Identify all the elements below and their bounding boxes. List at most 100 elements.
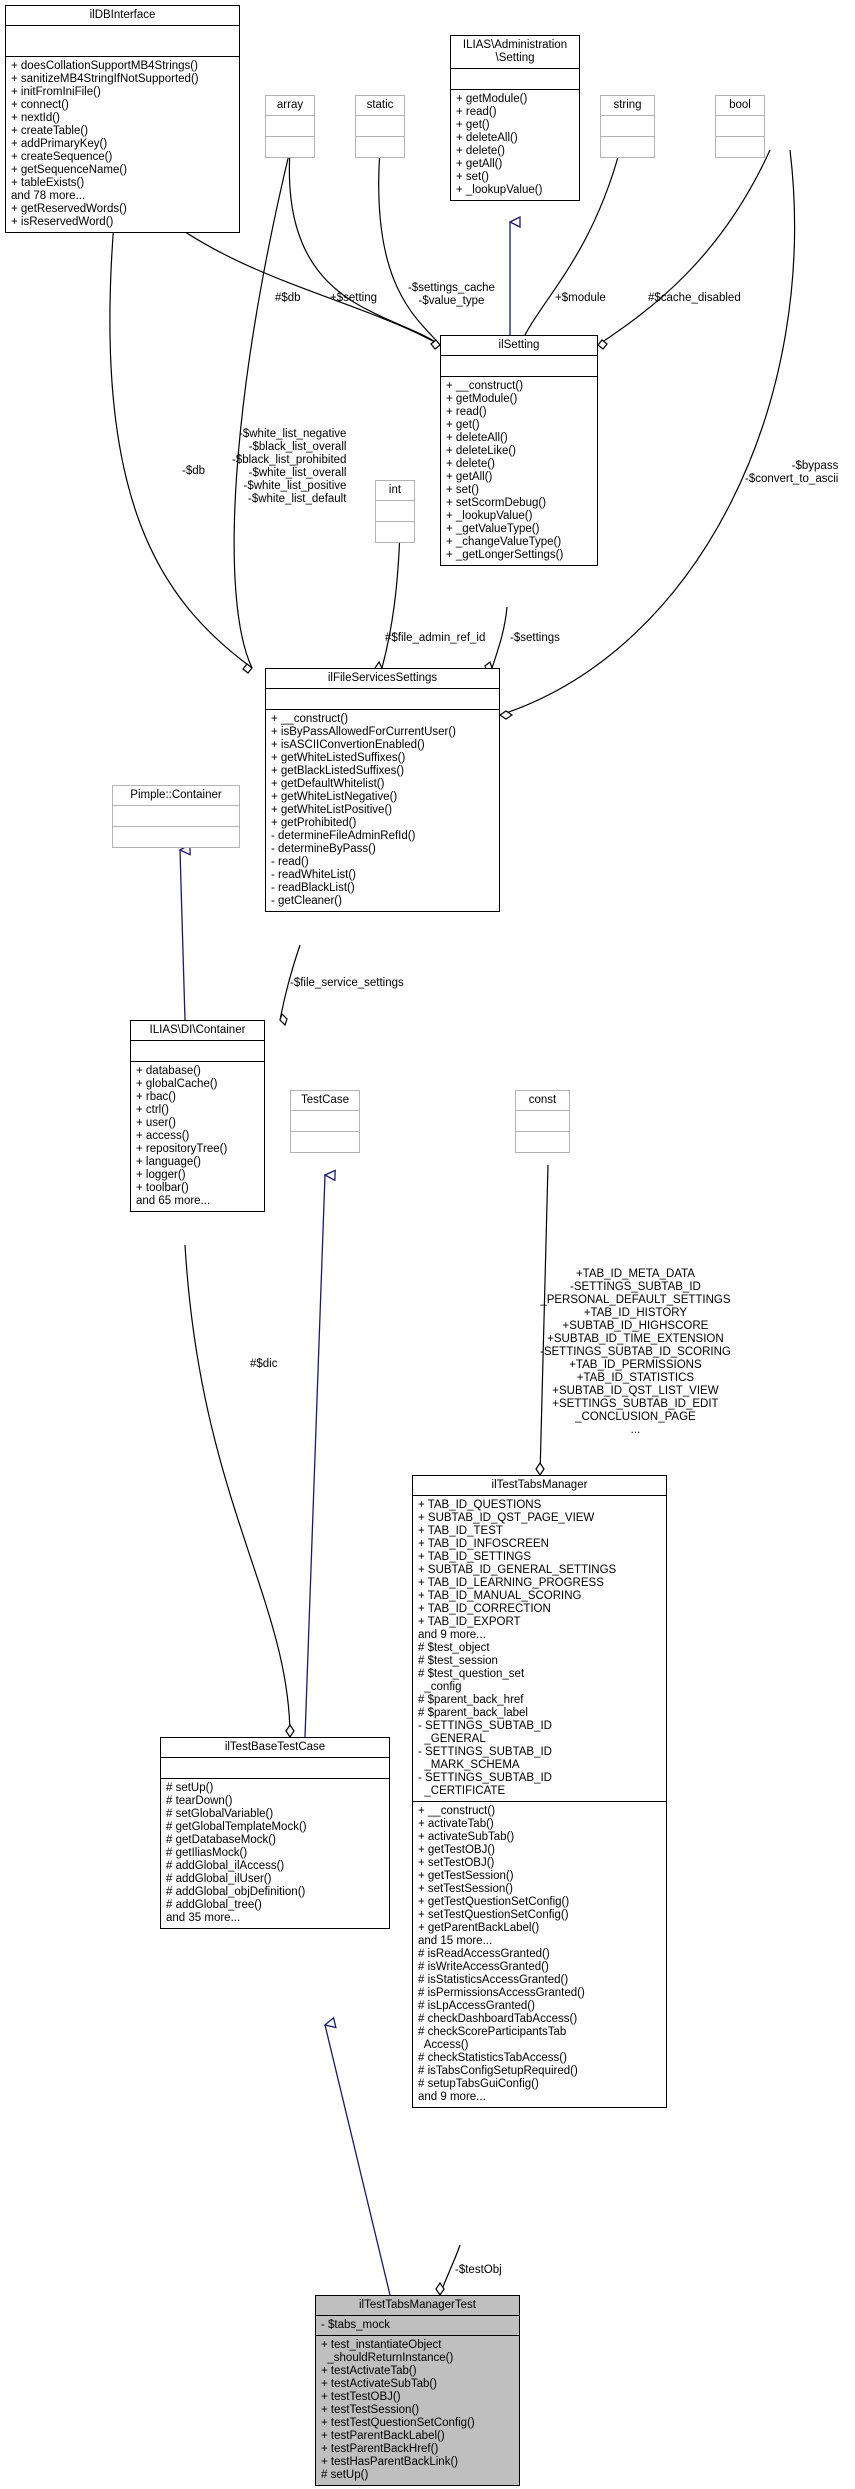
member-line: + TAB_ID_QUESTIONS [418,1499,542,1511]
member-line: + testHasParentBackLink() [321,2456,459,2468]
member-line: # isLpAccessGranted() [418,2000,535,2012]
member-line: + setTestSession() [418,1883,513,1895]
class-title: array [276,99,304,111]
member-line: + deleteAll() [456,132,518,144]
edge-container-base [184,1244,291,1738]
member-line: + getAll() [456,158,503,170]
member-line: + delete() [456,145,505,157]
member-line: + getBlackListedSuffixes() [271,765,405,777]
member-line: + getWhiteListedSuffixes() [271,752,406,764]
edge-setting-files [491,606,508,669]
member-line: + deleteLike() [446,445,516,457]
member-line: # isPermissionsAccessGranted() [418,1987,585,1999]
class-title: ilDBInterface [89,9,156,21]
member-line: # getGlobalTemplateMock() [166,1821,307,1833]
member-line: + doesCollationSupportMB4Strings() [11,60,198,72]
member-line: + getWhiteListPositive() [271,804,393,816]
member-line: + TAB_ID_TEST [418,1525,503,1537]
class-title: ILIAS\DI\Container [149,1024,246,1036]
member-line: + TAB_ID_LEARNING_PROGRESS [418,1577,604,1589]
member-line: + addPrimaryKey() [11,138,108,150]
member-line: # setUp() [166,1782,214,1794]
member-line: _config [418,1681,462,1693]
member-line: + _changeValueType() [446,536,562,548]
methods-section: # setUp()# tearDown()# setGlobalVariable… [161,1778,389,1928]
member-line: + __construct() [446,380,524,392]
member-line: + language() [136,1156,201,1168]
edge-label-bypass: -$bypass -$convert_to_ascii [745,460,839,485]
edge-array-files [233,149,291,669]
attributes-section [131,1040,264,1061]
diamond-tabs [535,1461,545,1477]
member-line: + testParentBackLabel() [321,2430,445,2442]
member-line: + nextId() [11,112,60,124]
member-line: Access() [418,2039,469,2051]
member-line: + tableExists() [11,177,85,189]
member-line: + delete() [446,458,495,470]
diamond-files-left [242,663,253,674]
edge-label-module: +$module [555,292,606,304]
member-line: + read() [446,406,487,418]
member-line: + getReservedWords() [11,203,127,215]
edge-const-tabs [539,1164,549,1476]
edge-label-settings: -$settings [510,632,560,644]
diamond-setting-right [597,339,608,350]
member-line: - SETTINGS_SUBTAB_ID [418,1746,552,1758]
member-line: + activateTab() [418,1818,494,1830]
member-line: + testTestSession() [321,2404,420,2416]
member-line: + rbac() [136,1091,176,1103]
member-line: # isWriteAccessGranted() [418,1961,549,1973]
attributes-section [451,68,579,89]
methods-section: + test_instantiateObject _shouldReturnIn… [316,2335,519,2485]
member-line: + TAB_ID_INFOSCREEN [418,1538,549,1550]
class-title: const [528,1094,557,1106]
edge-label-file-service-settings: -$file_service_settings [290,977,404,989]
member-line: + isASCIIConvertionEnabled() [271,739,425,751]
member-line: + access() [136,1130,190,1142]
diamond-base [285,1723,295,1739]
attributes-section [266,688,499,709]
class-pimple-container: Pimple::Container [112,785,240,848]
methods-section: + __construct()+ isByPassAllowedForCurre… [266,709,499,911]
member-line: # checkScoreParticipantsTab [418,2026,567,2038]
member-line: _shouldReturnInstance() [321,2352,454,2364]
class-administration-setting: ILIAS\Administration \Setting + getModul… [450,35,580,201]
class-iltesttabsmanagertest: ilTestTabsManagerTest - $tabs_mock + tes… [315,2295,520,2486]
class-testcase: TestCase [290,1090,360,1153]
edge-int-files [381,529,401,669]
member-line: _MARK_SCHEMA [418,1759,520,1771]
member-line: # getDatabaseMock() [166,1834,276,1846]
edge-label-db: #$db [275,292,301,304]
member-line: # $test_question_set [418,1668,525,1680]
member-line: # isReadAccessGranted() [418,1948,550,1960]
class-title: string [613,99,642,111]
edge-label-cache-disabled: #$cache_disabled [648,292,741,304]
member-line: + ctrl() [136,1104,169,1116]
diamond-container [279,1012,288,1027]
member-line: - SETTINGS_SUBTAB_ID [418,1772,552,1784]
diamond-test [435,2281,445,2297]
member-line: # addGlobal_ilUser() [166,1873,272,1885]
member-line: + _getValueType() [446,523,540,535]
member-line: # $test_object [418,1642,490,1654]
diamond-setting-left [430,339,441,350]
member-line: # $parent_back_href [418,1694,524,1706]
class-title: int [388,484,402,496]
member-line: + user() [136,1117,176,1129]
member-line: and 9 more... [418,2091,486,2103]
member-line: + setTestOBJ() [418,1857,495,1869]
member-line: # checkStatisticsTabAccess() [418,2052,567,2064]
member-line: + testActivateSubTab() [321,2378,438,2390]
class-title: ILIAS\Administration \Setting [462,39,568,64]
class-const: const [515,1090,570,1153]
member-line: + testTestQuestionSetConfig() [321,2417,475,2429]
member-line: + _lookupValue() [446,510,533,522]
member-line: + getAll() [446,471,493,483]
class-bool: bool [715,95,765,158]
member-line: + __construct() [418,1805,496,1817]
member-line: + _getLongerSettings() [446,549,564,561]
inherit-test [325,2025,391,2296]
edge-label-testobj: -$testObj [455,2264,502,2276]
member-line: # isStatisticsAccessGranted() [418,1974,569,1986]
member-line: # addGlobal_tree() [166,1899,262,1911]
